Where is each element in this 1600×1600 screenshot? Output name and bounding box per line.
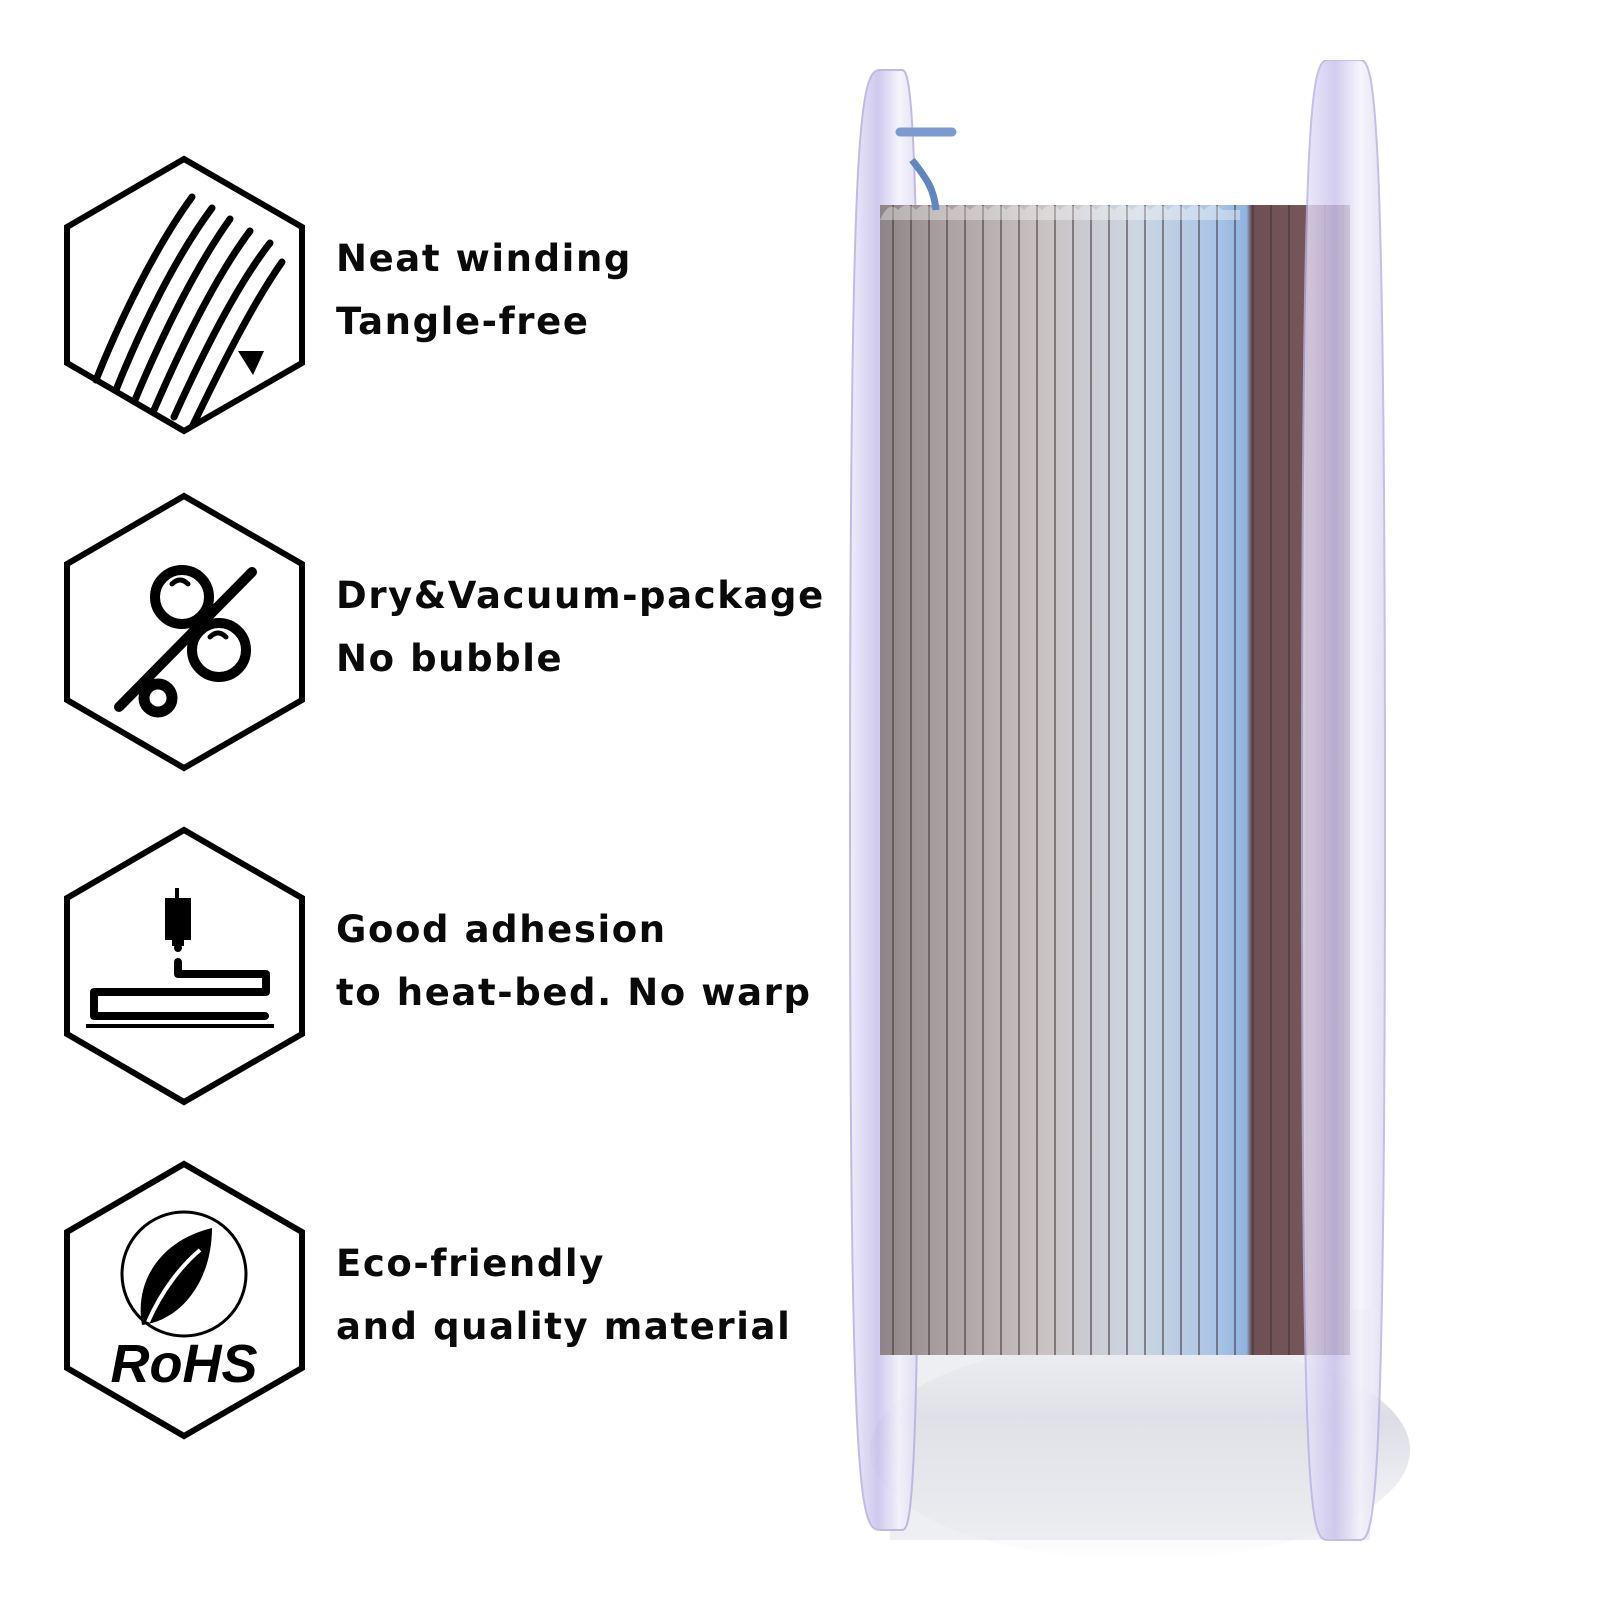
feature-caption: Neat winding Tangle-free (336, 227, 632, 353)
caption-line-2: No bubble (336, 637, 564, 680)
caption-line-2: to heat-bed. No warp (336, 971, 812, 1014)
caption-line-2: and quality material (336, 1305, 792, 1348)
heat-bed-adhesion-icon (62, 826, 307, 1106)
feature-caption: Eco-friendly and quality material (336, 1232, 791, 1358)
caption-line-1: Good adhesion (336, 908, 667, 951)
feature-caption: Dry&Vacuum-package No bubble (336, 564, 825, 690)
rohs-label: RoHS (111, 1334, 258, 1394)
dry-vacuum-package-icon (62, 492, 307, 772)
filament-spool-image (840, 60, 1420, 1600)
feature-dry-vacuum: Dry&Vacuum-package No bubble (0, 492, 840, 772)
caption-line-2: Tangle-free (336, 300, 590, 343)
rohs-leaf-icon: RoHS (62, 1160, 307, 1440)
caption-line-1: Dry&Vacuum-package (336, 574, 825, 617)
feature-neat-winding: Neat winding Tangle-free (0, 155, 840, 435)
caption-line-1: Eco-friendly (336, 1242, 605, 1285)
neat-winding-icon (62, 155, 307, 435)
feature-eco-friendly: RoHS Eco-friendly and quality material (0, 1160, 840, 1440)
feature-heat-bed-adhesion: Good adhesion to heat-bed. No warp (0, 826, 840, 1106)
caption-line-1: Neat winding (336, 237, 632, 280)
feature-caption: Good adhesion to heat-bed. No warp (336, 898, 812, 1024)
